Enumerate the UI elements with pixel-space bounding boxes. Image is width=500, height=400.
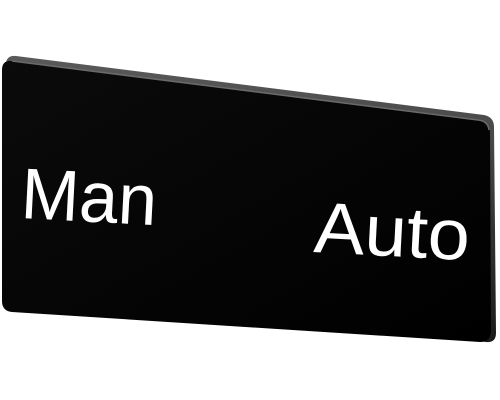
plate-highlight: [11, 60, 490, 131]
auto-label: Auto: [312, 188, 472, 276]
man-label: Man: [19, 154, 159, 241]
plate-face: [2, 60, 491, 343]
